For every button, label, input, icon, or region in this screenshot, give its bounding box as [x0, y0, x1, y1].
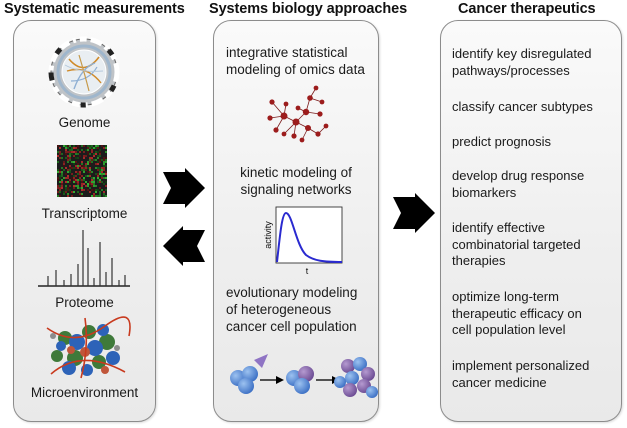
evolutionary-modeling-text: evolutionary modeling of heterogeneous c… — [226, 284, 357, 335]
statistical-modeling-text: integrative statistical modeling of omic… — [226, 44, 365, 78]
therapy-item-7-line2: cancer medicine — [452, 374, 547, 390]
therapy-item-6-line2: therapeutic efficacy on — [452, 305, 582, 321]
therapy-item-3-line1: predict prognosis — [452, 134, 551, 149]
therapy-item-3: predict prognosis — [452, 134, 622, 151]
therapy-item-7: implement personalized cancer medicine — [452, 358, 622, 391]
heading-therapeutics: Cancer therapeutics — [458, 1, 596, 17]
evolutionary-line2: of heterogeneous — [226, 302, 332, 317]
statistical-line1: integrative statistical — [226, 45, 348, 60]
statistical-line2: modeling of omics data — [226, 62, 365, 77]
heading-approaches: Systems biology approaches — [209, 1, 408, 17]
therapy-item-5-line3: therapies — [452, 253, 506, 268]
therapy-item-2-line1: classify cancer subtypes — [452, 99, 593, 114]
kinetic-modeling-text: kinetic modeling of signaling networks — [213, 164, 379, 198]
microenvironment-label: Microenvironment — [30, 385, 139, 400]
microenvironment-icon — [46, 316, 131, 379]
evolutionary-line3: cancer cell population — [226, 319, 357, 334]
therapy-item-6: optimize long-term therapeutic efficacy … — [452, 289, 622, 339]
left-arrow-icon — [163, 226, 205, 266]
plot-xlabel: t — [306, 266, 309, 276]
therapy-item-1-line2: pathways/processes — [452, 62, 570, 78]
therapy-item-5-line1: identify effective — [452, 220, 545, 235]
kinetic-line1: kinetic modeling of — [240, 165, 352, 180]
cell-population-icon — [230, 354, 378, 398]
therapeutics-panel — [440, 20, 622, 422]
therapy-item-5-line2: combinatorial targeted — [452, 236, 581, 252]
therapy-item-7-line1: implement personalized — [452, 358, 590, 373]
right-arrow-icon-2 — [393, 193, 435, 233]
proteome-label: Proteome — [55, 295, 114, 310]
therapy-item-4-line1: develop drug response — [452, 168, 585, 183]
transcriptome-label: Transcriptome — [41, 206, 128, 221]
therapy-item-5: identify effective combinatorial targete… — [452, 220, 622, 270]
therapy-item-1-line1: identify key disregulated — [452, 46, 592, 61]
evolutionary-line1: evolutionary modeling — [226, 285, 358, 300]
therapy-item-4: develop drug response biomarkers — [452, 168, 622, 201]
plot-ylabel: activity — [263, 221, 273, 249]
therapy-item-6-line3: cell population level — [452, 322, 566, 337]
network-graph — [267, 85, 329, 143]
heading-measurements: Systematic measurements — [4, 1, 185, 17]
genome-icon — [48, 36, 120, 108]
genome-label: Genome — [58, 115, 111, 130]
right-arrow-icon — [163, 168, 205, 208]
kinetic-line2: signaling networks — [240, 182, 352, 197]
activity-plot: activity t — [263, 206, 343, 276]
therapy-item-6-line1: optimize long-term — [452, 289, 559, 304]
therapy-item-2: classify cancer subtypes — [452, 99, 622, 116]
transcriptome-heatmap — [57, 145, 107, 197]
therapy-item-1: identify key disregulated pathways/proce… — [452, 46, 622, 79]
proteome-spectrum — [38, 230, 130, 287]
therapy-item-4-line2: biomarkers — [452, 184, 517, 200]
